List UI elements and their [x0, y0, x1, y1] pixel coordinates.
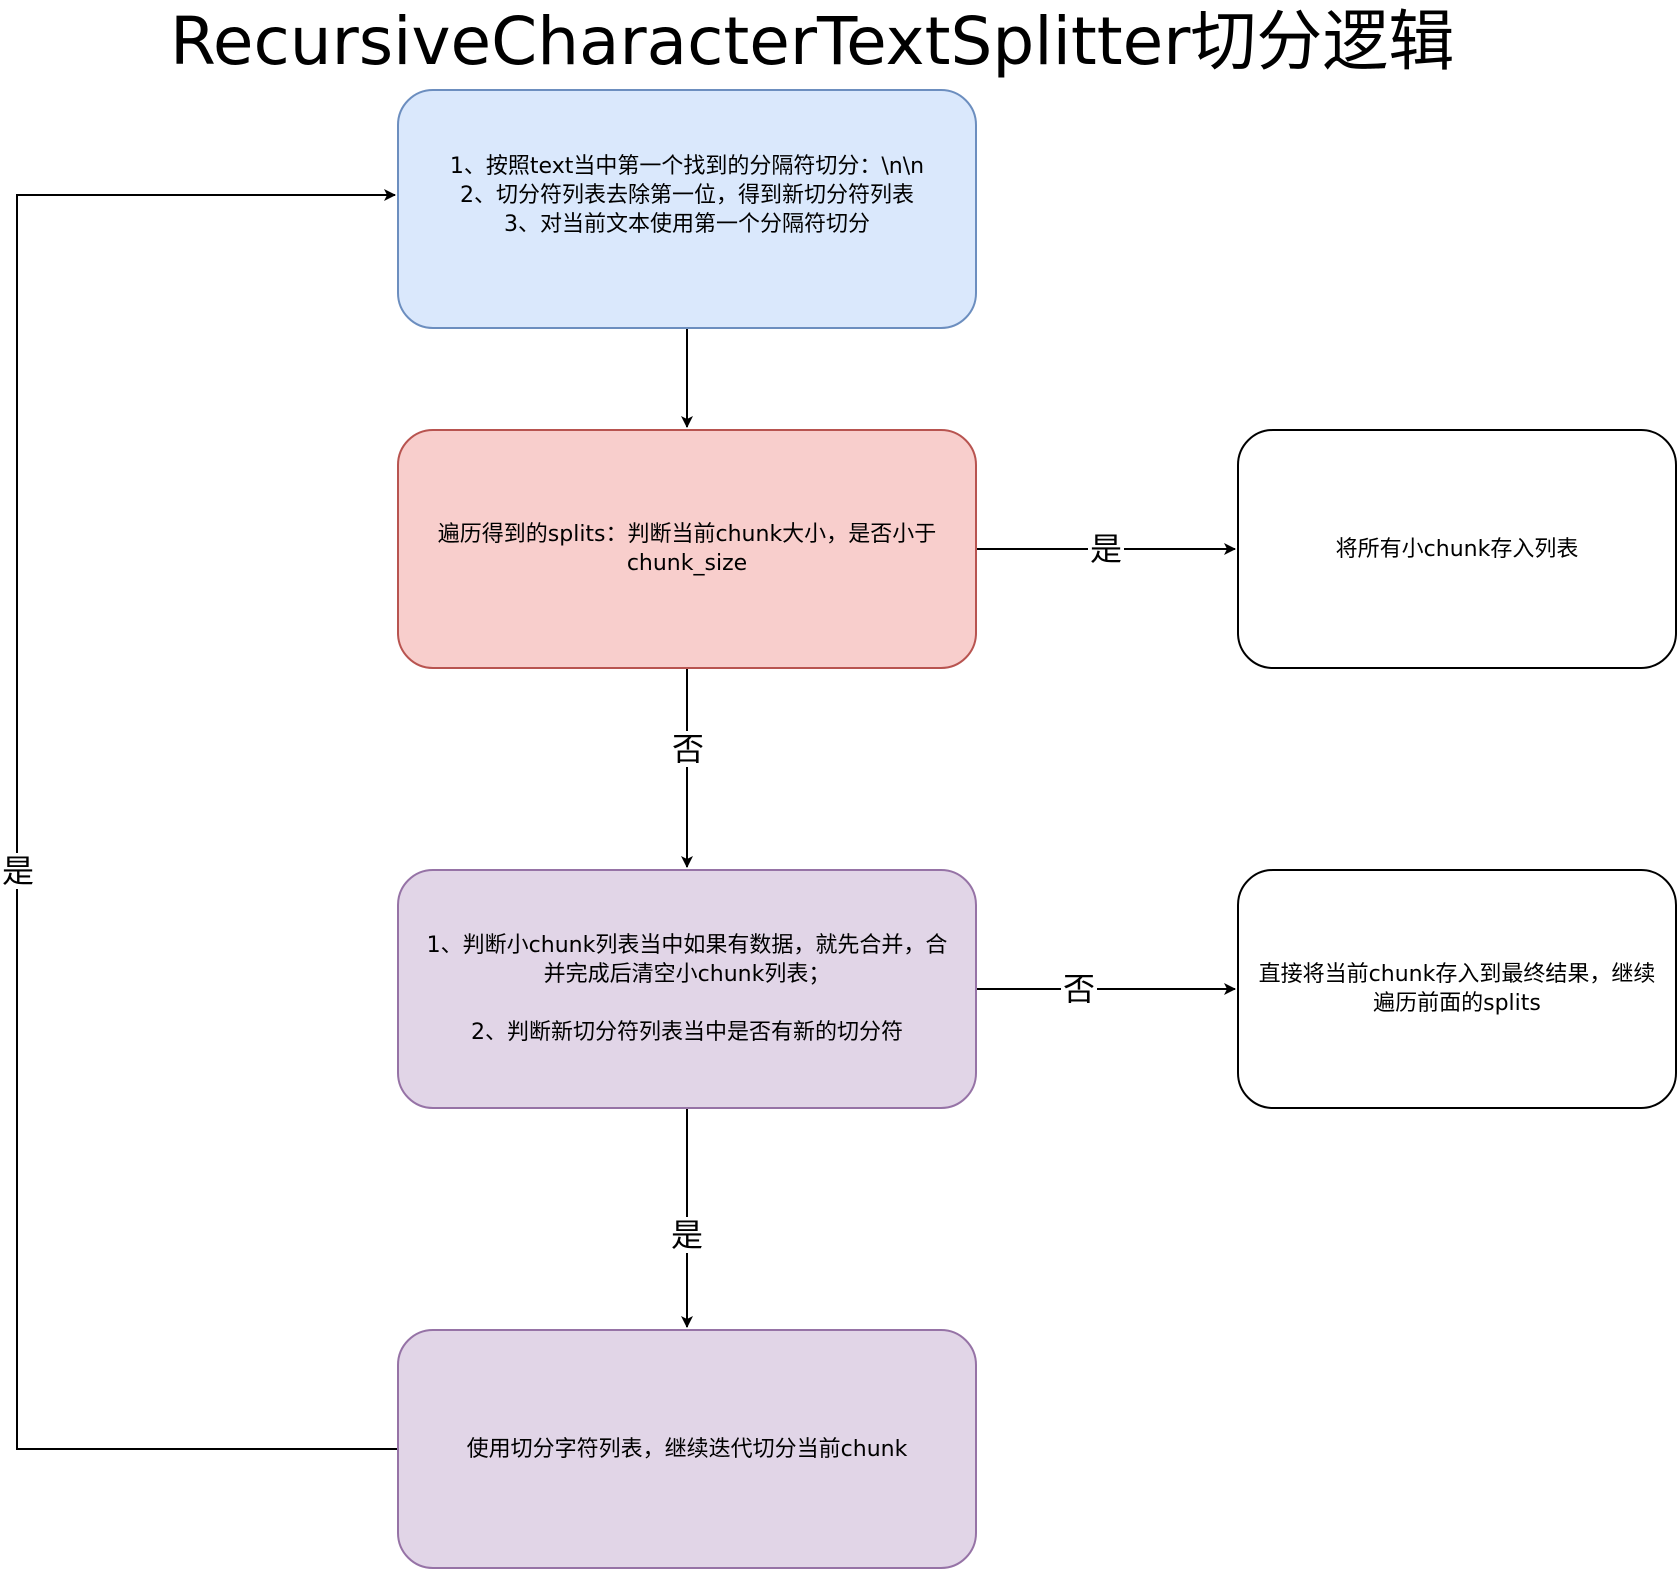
edge-label-check-yes: 是: [1088, 530, 1125, 568]
diagram-title: RecursiveCharacterTextSplitter切分逻辑: [170, 3, 1455, 80]
node-merge-line-2: 并完成后清空小chunk列表；: [543, 962, 831, 987]
edge-label-check-no: 否: [670, 730, 707, 768]
node-store-final-line-2: 遍历前面的splits: [1373, 991, 1541, 1016]
node-split-line-1: 1、按照text当中第一个找到的分隔符切分：\n\n: [449, 153, 925, 179]
node-merge-and-check-separator: 1、判断小chunk列表当中如果有数据，就先合并，合 并完成后清空小chunk列…: [397, 869, 977, 1109]
node-check-chunk-size: 遍历得到的splits：判断当前chunk大小，是否小于 chunk_size: [397, 429, 977, 669]
node-store-final-line-1: 直接将当前chunk存入到最终结果，继续: [1258, 962, 1656, 987]
edge-label-merge-no: 否: [1061, 970, 1098, 1008]
node-merge-line-3: 2、判断新切分符列表当中是否有新的切分符: [471, 1020, 903, 1045]
edge-label-merge-yes: 是: [669, 1216, 706, 1254]
node-split-line-3: 3、对当前文本使用第一个分隔符切分: [504, 211, 870, 237]
edge-label-iterate-yes: 是: [0, 852, 37, 890]
node-iterate-split: 使用切分字符列表，继续迭代切分当前chunk: [397, 1329, 977, 1569]
node-check-line-2: chunk_size: [626, 551, 748, 576]
node-iterate-line-1: 使用切分字符列表，继续迭代切分当前chunk: [466, 1436, 908, 1462]
node-store-small-chunks: 将所有小chunk存入列表: [1237, 429, 1677, 669]
node-store-small-line-1: 将所有小chunk存入列表: [1335, 536, 1579, 562]
edge-iterate-to-split: [16, 189, 397, 1450]
node-store-final-result: 直接将当前chunk存入到最终结果，继续 遍历前面的splits: [1237, 869, 1677, 1109]
node-split-step: 1、按照text当中第一个找到的分隔符切分：\n\n 2、切分符列表去除第一位，…: [397, 89, 977, 329]
node-split-line-2: 2、切分符列表去除第一位，得到新切分符列表: [460, 182, 914, 208]
node-merge-line-1: 1、判断小chunk列表当中如果有数据，就先合并，合: [426, 933, 948, 958]
node-check-line-1: 遍历得到的splits：判断当前chunk大小，是否小于: [437, 522, 937, 547]
